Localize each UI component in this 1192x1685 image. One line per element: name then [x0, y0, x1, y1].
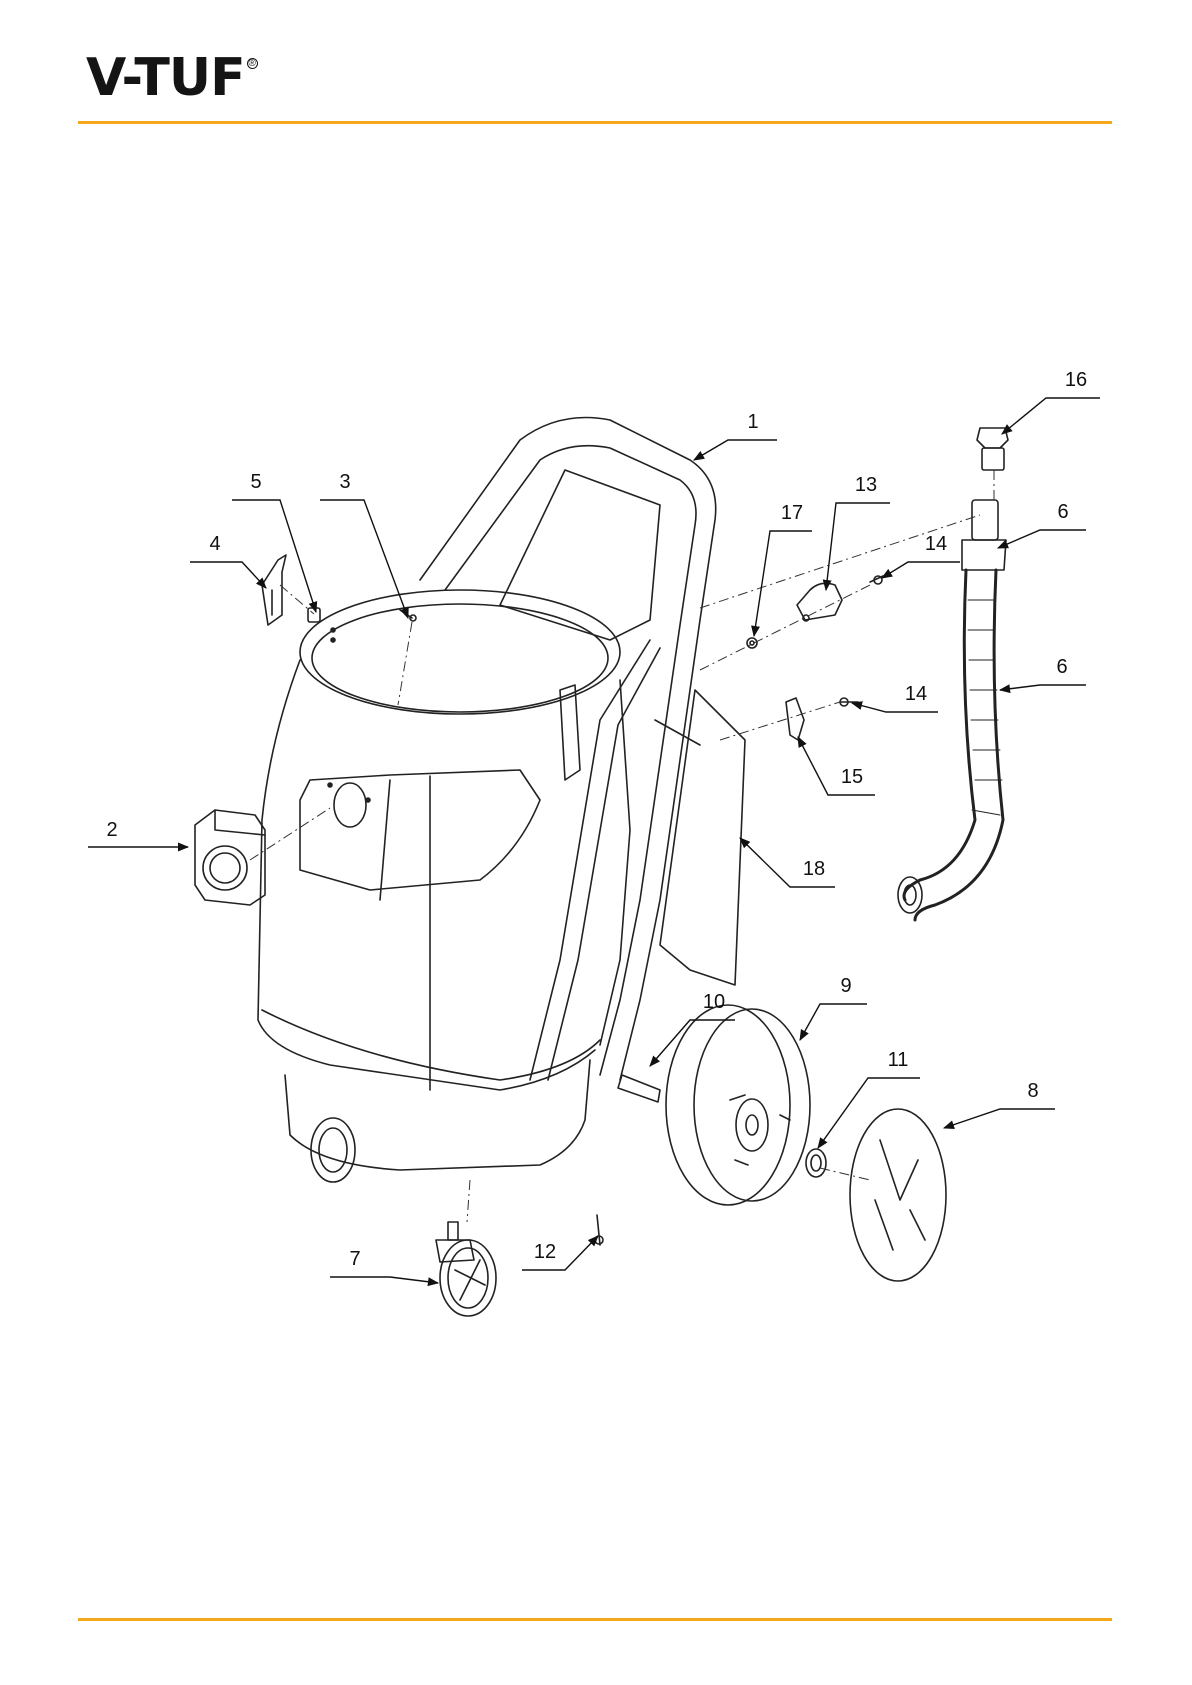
part-3-lid-screw: [400, 610, 416, 621]
callout-11: 11: [888, 1049, 909, 1071]
part-10-axle: [618, 1075, 660, 1102]
part-7-caster: [436, 1222, 496, 1316]
part-6-hose: [898, 500, 1006, 920]
leader-7: [330, 1277, 438, 1283]
leader-16: [1002, 398, 1100, 434]
part-5-latch-clip: [308, 608, 320, 622]
callout-2: 2: [106, 819, 117, 841]
leader-1: [694, 440, 777, 460]
leader-6a: [998, 530, 1086, 548]
callout-10: 10: [703, 991, 725, 1013]
part-14-screw-upper: [870, 576, 883, 584]
part-14-screw-lower: [840, 698, 858, 706]
part-11-washer: [806, 1149, 826, 1177]
callout-12: 12: [534, 1241, 556, 1263]
callout-labels: 1 2 3 4 5 6 6 7 8 9 10 11 12 13 14 14 15…: [106, 369, 1087, 1270]
callout-15: 15: [841, 766, 863, 788]
callout-6b: 6: [1056, 656, 1067, 678]
callout-4: 4: [209, 533, 220, 555]
part-4-latch: [262, 555, 286, 625]
callout-8: 8: [1027, 1080, 1038, 1102]
callout-7: 7: [349, 1248, 360, 1270]
leader-3: [320, 500, 408, 618]
callout-3: 3: [339, 471, 350, 493]
callout-1: 1: [747, 411, 758, 433]
callout-6a: 6: [1057, 501, 1068, 523]
leader-14a: [882, 562, 960, 578]
leader-lines: [88, 398, 1100, 1283]
callout-14b: 14: [905, 683, 927, 705]
callout-16: 16: [1065, 369, 1087, 391]
callout-18: 18: [803, 858, 825, 880]
leader-8: [944, 1109, 1055, 1128]
callout-9: 9: [840, 975, 851, 997]
part-8-hubcap: [850, 1109, 946, 1281]
leader-4: [190, 562, 266, 588]
leader-6b: [1000, 685, 1086, 690]
leader-9: [800, 1004, 867, 1040]
part-1-handle-frame: [420, 418, 716, 1081]
callout-17: 17: [781, 502, 803, 524]
part-9-main-wheel: [666, 1005, 810, 1205]
part-16-hose-cuff: [977, 428, 1008, 470]
part-15-bracket: [786, 698, 804, 740]
callout-13: 13: [855, 474, 877, 496]
leader-5: [232, 500, 316, 612]
leader-15: [798, 737, 875, 795]
callout-14a: 14: [925, 533, 947, 555]
rear-caster: [311, 1118, 355, 1182]
callout-5: 5: [250, 471, 261, 493]
assembly-axes: [250, 470, 994, 1222]
leader-10: [650, 1020, 735, 1066]
part-17-washer: [747, 638, 757, 648]
leader-11: [818, 1078, 920, 1148]
tank-body: [258, 590, 630, 1170]
part-12-bolt: [595, 1215, 603, 1245]
part-13-hose-clamp: [797, 583, 842, 621]
